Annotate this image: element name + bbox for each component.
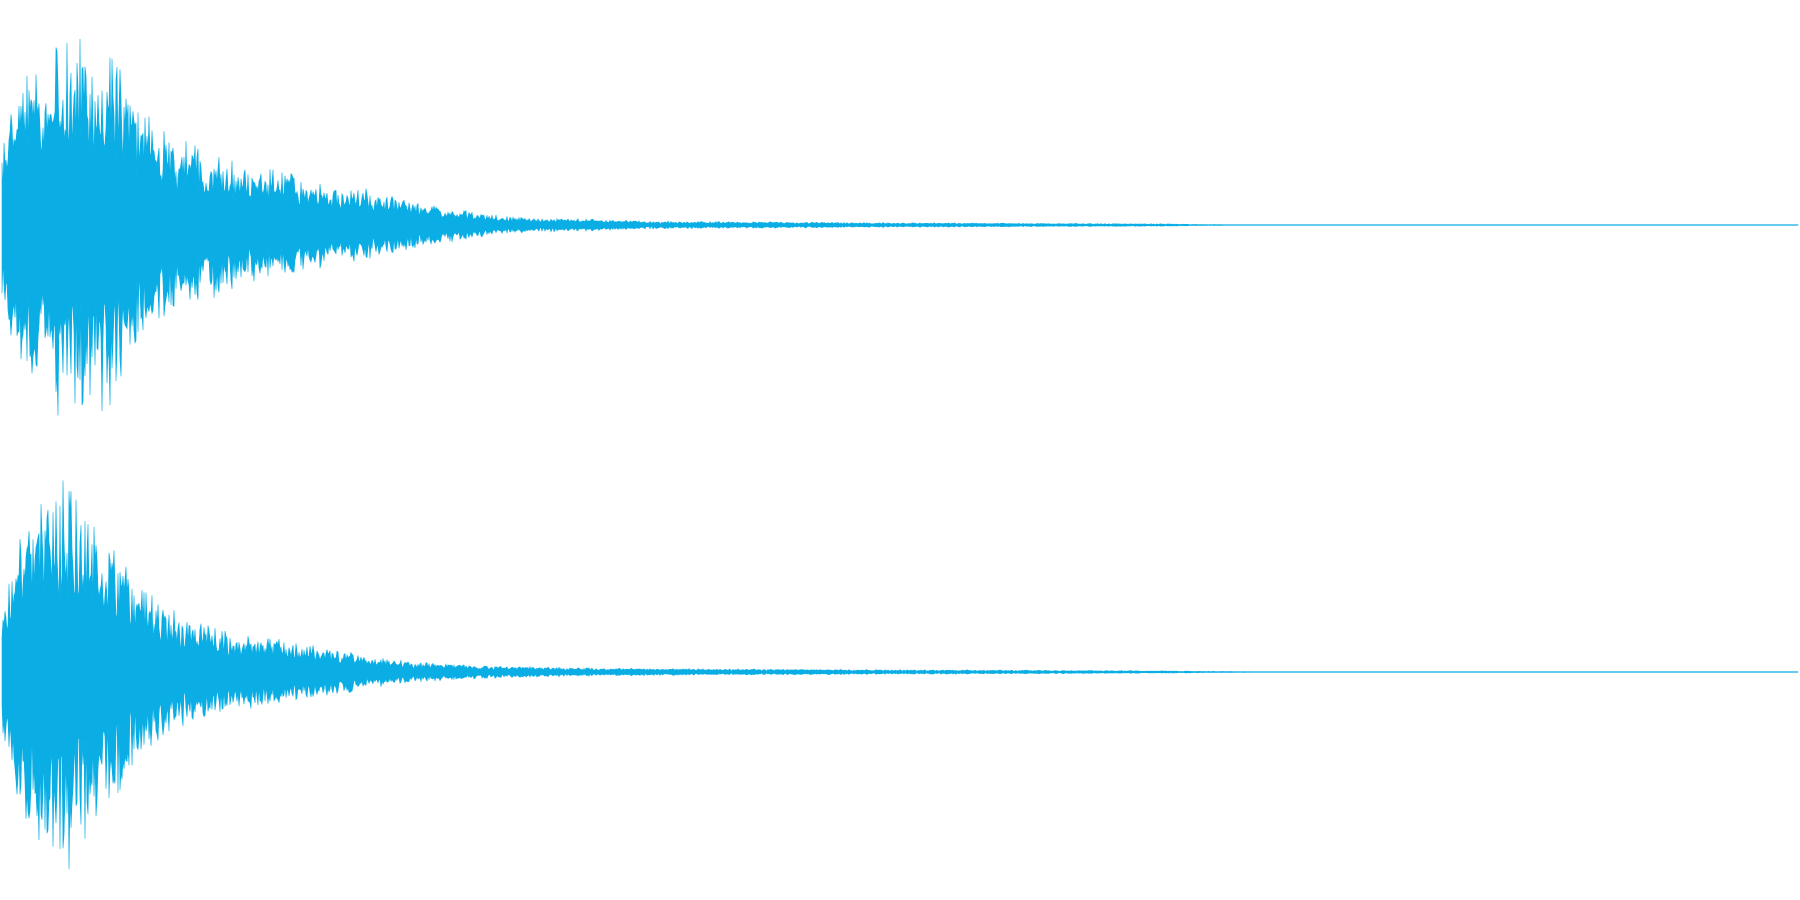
channel-2-waveform — [1, 480, 1799, 870]
channel-1-waveform — [1, 38, 1799, 416]
waveform-area-channel-2 — [1, 480, 1799, 870]
waveform-area-channel-1 — [1, 38, 1799, 416]
